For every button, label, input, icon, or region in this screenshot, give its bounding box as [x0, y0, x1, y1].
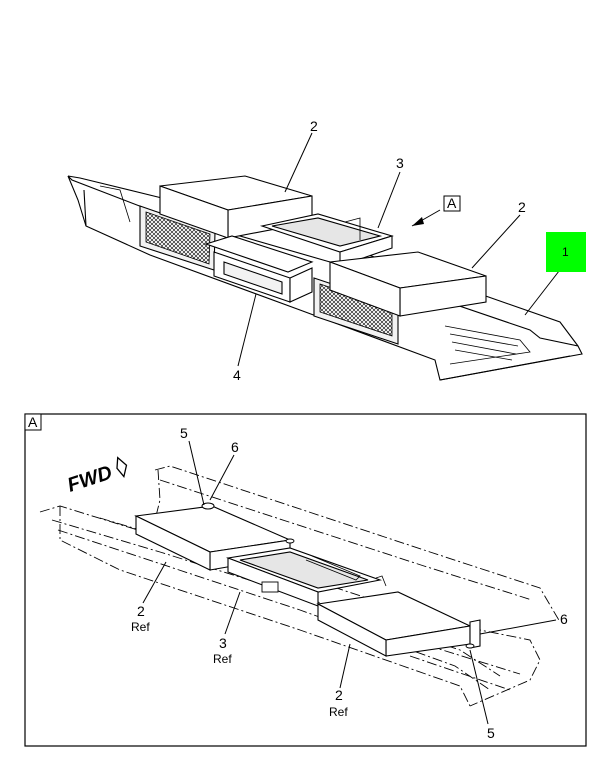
detail-right-box — [316, 591, 481, 657]
callout-1[interactable]: 1 — [562, 245, 569, 259]
callout-2-left: 2 — [310, 118, 318, 134]
console-base — [67, 175, 583, 381]
fastener-5-top — [201, 502, 215, 510]
detail-view-label-box — [24, 413, 42, 431]
detail-callout-3-ref: Ref — [213, 652, 232, 666]
fastener-5-side — [465, 643, 475, 649]
view-ref-box — [443, 195, 461, 212]
detail-callout-2-right-ref: Ref — [329, 705, 348, 719]
callout-2-right: 2 — [518, 199, 526, 215]
detail-center-tray — [225, 547, 387, 607]
detail-callout-3: 3 — [219, 635, 227, 651]
detail-view-label: A — [28, 414, 38, 430]
detail-view-a: A FWD — [24, 413, 587, 747]
detail-callout-5-top: 5 — [180, 425, 188, 441]
right-storage-box — [329, 251, 487, 317]
callout-1-highlight[interactable] — [546, 232, 586, 272]
main-view: 2 3 2 4 A 1 — [67, 118, 586, 383]
callout-3: 3 — [396, 155, 404, 171]
callout-4: 4 — [233, 367, 241, 383]
detail-callout-2-left: 2 — [137, 603, 145, 619]
detail-callout-6-top: 6 — [231, 439, 239, 455]
center-tray — [259, 213, 394, 267]
detail-callout-6-right: 6 — [560, 611, 568, 627]
detail-callout-5-bottom: 5 — [487, 725, 495, 741]
detail-callout-2-left-ref: Ref — [131, 620, 150, 634]
mounting-bracket — [204, 235, 314, 303]
detail-leaders — [142, 440, 557, 725]
view-ref-label: A — [447, 195, 457, 211]
tray-latch — [261, 581, 279, 593]
fwd-arrow-icon — [116, 456, 128, 479]
detail-callout-2-right: 2 — [335, 687, 343, 703]
